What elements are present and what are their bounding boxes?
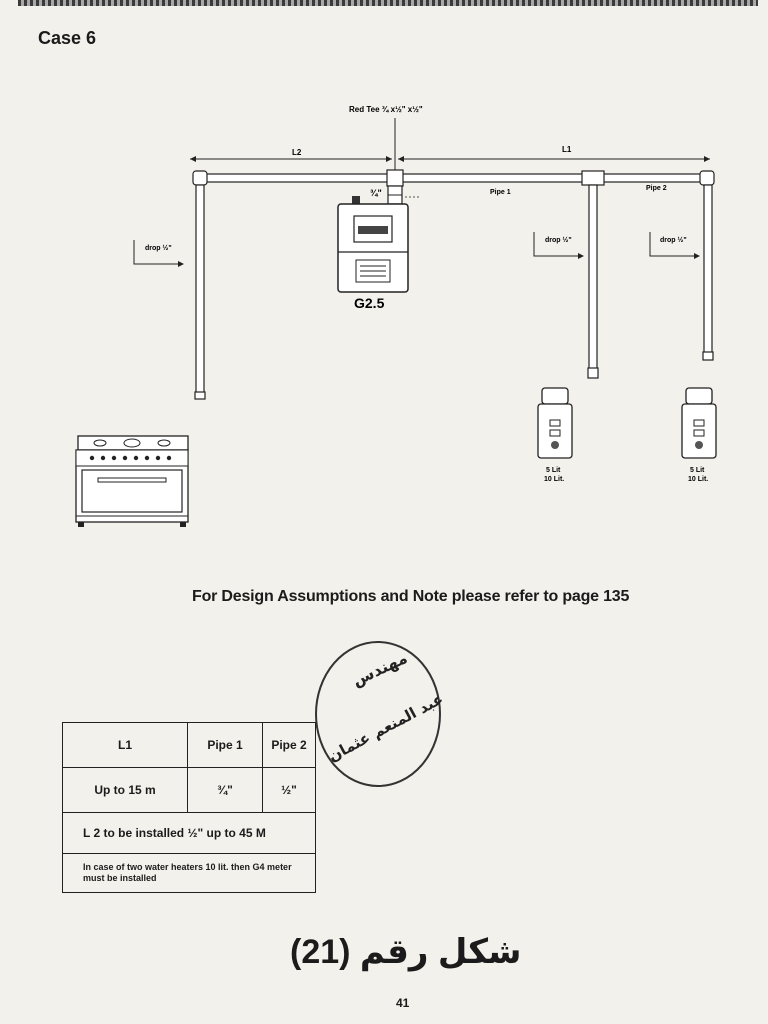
design-note: For Design Assumptions and Note please r… <box>192 588 630 605</box>
red-tee-label: Red Tee ¾ x½" x½" <box>349 105 423 114</box>
l1-arrow-left <box>398 156 404 162</box>
table-l2-note-row: L 2 to be installed ½" up to 45 M <box>62 812 316 854</box>
table-meter-note-row: In case of two water heaters 10 lit. the… <box>62 853 316 893</box>
cooker-stove <box>75 435 189 527</box>
drop-label-middle: drop ½" <box>545 236 572 244</box>
gas-meter <box>337 196 409 293</box>
meter-top-knob <box>352 196 360 204</box>
cooker-oven-door <box>81 469 183 513</box>
cell-pipe2-size: ½" <box>262 767 316 813</box>
water-heater-1 <box>537 387 573 459</box>
drop-annotation-right: drop ½" <box>649 232 700 259</box>
table-header-row: L1 Pipe 1 Pipe 2 <box>62 722 316 768</box>
l2-note: L 2 to be installed ½" up to 45 M <box>62 812 316 854</box>
water-heater-2 <box>681 387 717 459</box>
right-drop-cap <box>702 351 714 361</box>
l2-label: L2 <box>292 148 302 157</box>
heater1-label-line2: 10 Lit. <box>544 476 564 483</box>
engineer-stamp: مهندس عبد المنعم عثمان <box>315 641 446 787</box>
meter-counter <box>358 226 388 234</box>
heater2-label-line2: 10 Lit. <box>688 476 708 483</box>
cooker-knob-panel <box>75 449 189 467</box>
left-drop-cap <box>194 391 206 400</box>
middle-drop-pipe <box>588 184 598 370</box>
table-row: Up to 15 m ¾" ½" <box>62 767 316 813</box>
meter-note: In case of two water heaters 10 lit. the… <box>62 853 316 893</box>
heater2-label-line1: 5 Lit <box>690 467 705 474</box>
l1-arrow-right <box>704 156 710 162</box>
drop-label-right: drop ½" <box>660 236 687 244</box>
left-drop-pipe <box>195 184 205 394</box>
stamp-line1: مهندس <box>349 648 410 690</box>
cell-pipe1-size: ¾" <box>187 767 263 813</box>
red-tee-fitting <box>386 169 404 187</box>
drop-annotation-left: drop ½" <box>133 240 184 267</box>
cell-l1-value: Up to 15 m <box>62 767 188 813</box>
meter-label: G2.5 <box>354 295 385 311</box>
main-pipe <box>195 173 711 183</box>
header-pipe2: Pipe 2 <box>262 722 316 768</box>
l2-arrow-left <box>190 156 196 162</box>
pipe-size-table: L1 Pipe 1 Pipe 2 Up to 15 m ¾" ½" L 2 to… <box>62 722 316 893</box>
l1-label: L1 <box>562 145 572 154</box>
header-pipe1: Pipe 1 <box>187 722 263 768</box>
left-elbow <box>192 170 208 186</box>
page-top-border <box>18 0 758 6</box>
l2-arrow-right <box>386 156 392 162</box>
cooker-handle <box>97 477 167 483</box>
figure-caption: شكل رقم (21) <box>290 933 522 971</box>
heater1-label-line1: 5 Lit <box>546 467 561 474</box>
gas-piping-diagram: Red Tee ¾ x½" x½" L2 L1 ¾" G2.5 Pipe 1 P… <box>75 105 717 527</box>
right-drop-pipe <box>703 184 713 354</box>
right-elbow <box>699 170 715 186</box>
middle-drop-cap <box>587 367 599 379</box>
header-l1: L1 <box>62 722 188 768</box>
stamp-line2: عبد المنعم عثمان <box>325 690 446 766</box>
middle-tee <box>581 170 605 186</box>
pipe1-label: Pipe 1 <box>490 189 511 196</box>
meter-inlet-label: ¾" <box>370 188 382 198</box>
pipe2-label: Pipe 2 <box>646 185 667 192</box>
case-title: Case 6 <box>38 28 97 48</box>
drop-annotation-middle: drop ½" <box>533 232 584 259</box>
drop-label-left: drop ½" <box>145 244 172 252</box>
page-number: 41 <box>396 996 410 1010</box>
